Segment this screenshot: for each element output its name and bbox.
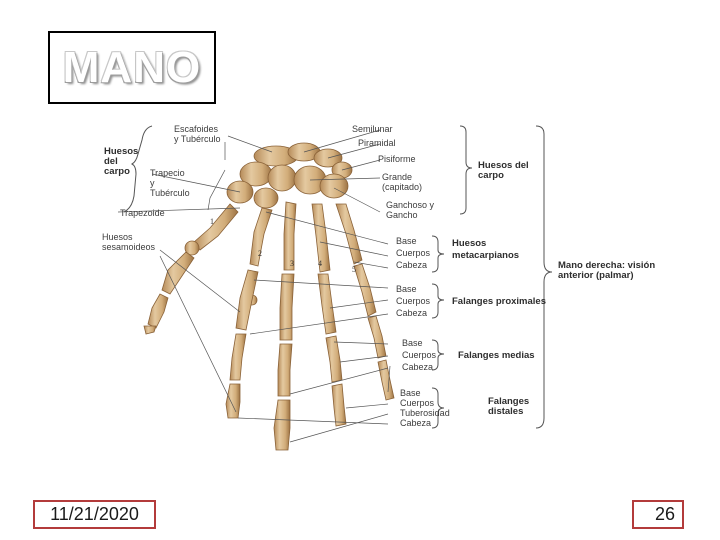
slide-date: 11/21/2020 — [50, 504, 139, 524]
label-lunate: Semilunar — [352, 124, 393, 134]
label-trapezium: Trapecio y Tubérculo — [150, 168, 190, 198]
brace-whole-hand — [535, 125, 553, 429]
label-distal-parts: Base Cuerpos Tuberosidad Cabeza — [400, 388, 452, 428]
slide-page-number: 26 — [654, 504, 675, 524]
label-hamate: Ganchoso y Gancho — [386, 200, 437, 220]
date-footer: 11/21/2020 — [33, 500, 156, 529]
page-number-footer: 26 — [632, 500, 684, 529]
label-metacarpal-group: Huesos metacarpianos — [452, 238, 519, 261]
label-trapezoid: Trapezoide — [120, 208, 165, 218]
label-distal-group: Falanges distales — [488, 396, 532, 417]
label-capitate: Grande (capitado) — [382, 172, 422, 192]
label-proximal-parts: Base Cuerpos Cabeza — [396, 284, 433, 318]
label-scaphoid: Escafoides y Tubérculo — [174, 124, 221, 144]
digit-number-3: 3 — [290, 259, 294, 268]
leader-lines — [117, 129, 391, 443]
label-middle-group: Falanges medias — [458, 350, 535, 361]
title-box: MANO — [48, 31, 216, 104]
digit-number-1: 1 — [210, 217, 214, 226]
digit-number-4: 4 — [318, 259, 322, 268]
brace-middle — [431, 339, 445, 371]
carpal-bones — [226, 142, 353, 209]
label-metacarpal-parts: Base Cuerpos Cabeza — [396, 236, 433, 270]
label-triquetrum: Piramidal — [358, 138, 396, 148]
brace-carpal-right — [459, 125, 473, 215]
braces — [123, 125, 553, 429]
hand-skeleton-diagram: Huesos del carpo Escafoides y Tubérculo … — [102, 124, 658, 451]
label-carpal-group: Huesos del carpo — [104, 146, 141, 177]
hand-bones — [143, 142, 395, 451]
brace-proximal — [431, 283, 445, 319]
slide-title: MANO — [62, 42, 202, 92]
digit-number-5: 5 — [352, 265, 356, 274]
thumb-bones — [143, 203, 239, 335]
label-sesamoids: Huesos sesamoideos — [102, 232, 156, 252]
label-proximal-group: Falanges proximales — [452, 296, 546, 307]
brace-distal — [431, 387, 445, 429]
digit-number-2: 2 — [258, 249, 262, 258]
brace-metacarpal — [431, 235, 445, 273]
label-view-caption: Mano derecha: visión anterior (palmar) — [558, 260, 658, 281]
digit-numbers: 1 2 3 4 5 — [210, 217, 356, 274]
proximal-phalanges — [235, 263, 377, 341]
distal-phalanges — [225, 359, 395, 451]
label-pisiform: Pisiforme — [378, 154, 416, 164]
brace-carpal-left — [123, 125, 153, 213]
middle-phalanges — [229, 315, 387, 397]
label-carpal-right-group: Huesos del carpo — [478, 160, 531, 181]
label-middle-parts: Base Cuerpos Cabeza — [402, 338, 439, 372]
